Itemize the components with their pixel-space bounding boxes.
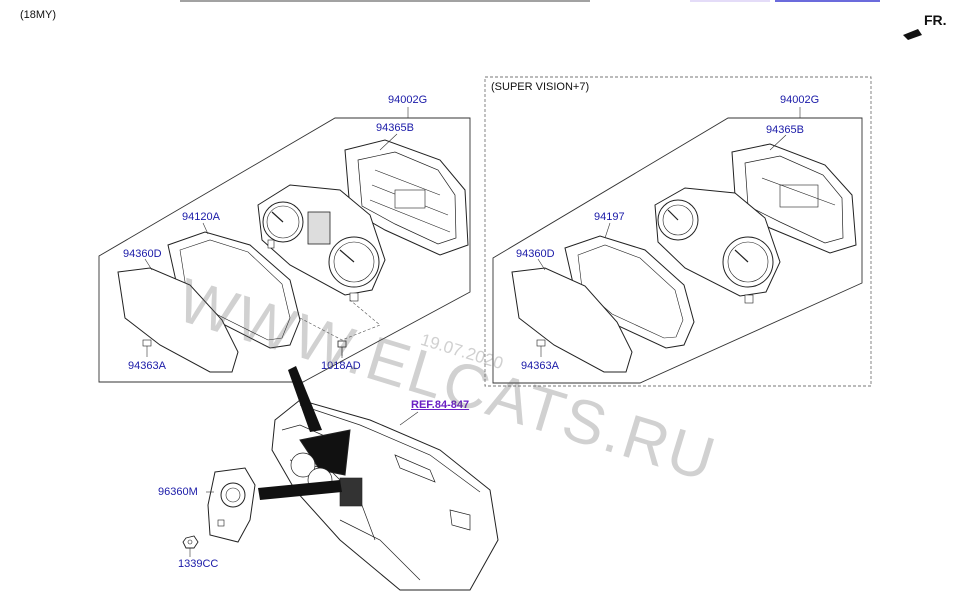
part-label-left-94360D[interactable]: 94360D	[123, 248, 162, 260]
left-gauge-cluster	[257, 184, 386, 302]
part-label-left-94120A[interactable]: 94120A	[182, 211, 220, 223]
left-screw-1018AD	[337, 340, 347, 356]
part-label-right-94360D[interactable]: 94360D	[516, 248, 555, 260]
left-rear-housing	[344, 139, 469, 256]
model-year-label: (18MY)	[20, 9, 57, 21]
part-label-right-94363A[interactable]: 94363A	[521, 360, 559, 372]
right-gauge-cluster	[654, 187, 781, 304]
location-arrow-lower	[258, 480, 342, 500]
front-arrow-icon	[903, 29, 922, 40]
left-assembly-frame	[98, 117, 471, 383]
reference-link[interactable]: REF.84-847	[411, 399, 470, 411]
right-lens	[511, 267, 633, 373]
front-direction-label: FR.	[924, 12, 947, 28]
part-label-right-94365B[interactable]: 94365B	[766, 124, 804, 136]
part-label-96360M[interactable]: 96360M	[158, 486, 198, 498]
right-rear-housing	[731, 143, 857, 254]
super-vision-title: (SUPER VISION+7)	[491, 81, 590, 93]
part-label-left-94002G[interactable]: 94002G	[388, 94, 428, 106]
super-vision-group-box	[484, 76, 872, 387]
part-label-94197[interactable]: 94197	[594, 211, 625, 223]
part-label-1339CC[interactable]: 1339CC	[178, 558, 219, 570]
right-assembly-frame	[492, 117, 863, 384]
part-label-right-94002G[interactable]: 94002G	[780, 94, 820, 106]
part-label-left-94365B[interactable]: 94365B	[376, 122, 414, 134]
location-arrow-upper	[288, 366, 322, 432]
switch-96360M	[207, 467, 256, 543]
nut-1339CC	[182, 535, 199, 549]
part-label-left-94363A[interactable]: 94363A	[128, 360, 166, 372]
part-label-1018AD[interactable]: 1018AD	[321, 360, 361, 372]
